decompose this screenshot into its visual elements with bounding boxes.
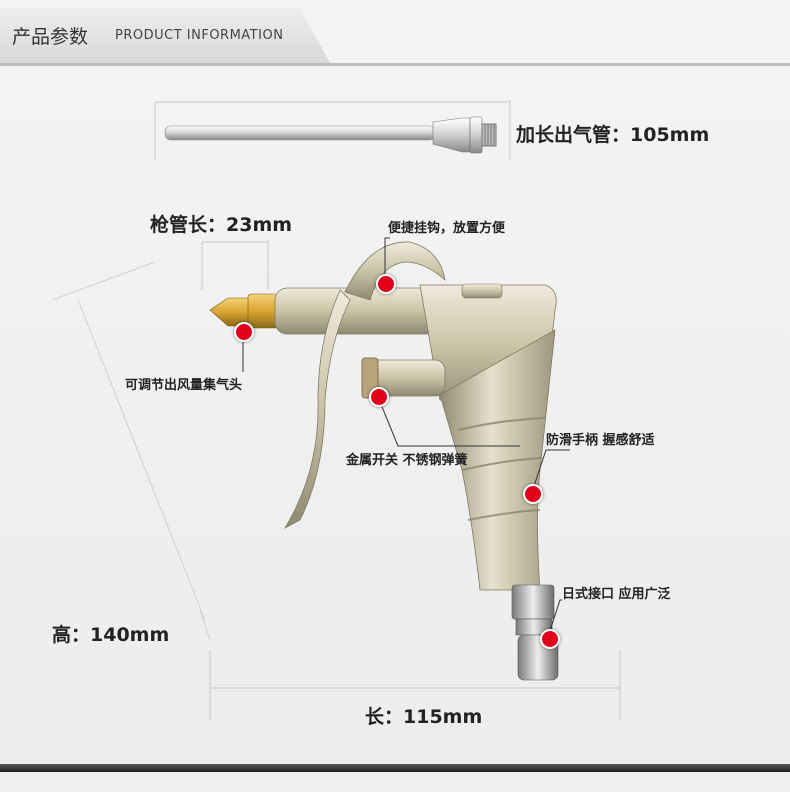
nozzle-marker — [234, 322, 254, 342]
hook-callout: 便捷挂钩，放置方便 — [388, 221, 506, 236]
connector-marker — [540, 629, 560, 649]
extension-tube-dimension: 加长出气管：105mm — [516, 124, 710, 146]
extension-tube — [164, 116, 497, 154]
header-tab — [0, 8, 330, 63]
length-dimension: 长：115mm — [365, 706, 483, 728]
grip-callout: 防滑手柄 握感舒适 — [546, 433, 655, 448]
height-dimension: 高：140mm — [52, 624, 170, 646]
footer-divider — [0, 764, 790, 772]
grip-marker — [523, 484, 543, 504]
header-title-cn: 产品参数 — [12, 26, 89, 48]
header-title-en: PRODUCT INFORMATION — [115, 28, 284, 43]
switch-marker — [369, 387, 389, 407]
blow-gun — [209, 241, 559, 681]
footer-strip — [0, 772, 790, 792]
section-header: 产品参数 PRODUCT INFORMATION — [0, 8, 790, 66]
nozzle-callout: 可调节出风量集气头 — [125, 378, 243, 393]
switch-callout: 金属开关 不锈钢弹簧 — [346, 453, 468, 468]
hook-marker — [376, 274, 396, 294]
connector-callout: 日式接口 应用广泛 — [562, 587, 671, 602]
header-divider — [0, 63, 790, 66]
barrel-length-dimension: 枪管长：23mm — [150, 214, 293, 236]
